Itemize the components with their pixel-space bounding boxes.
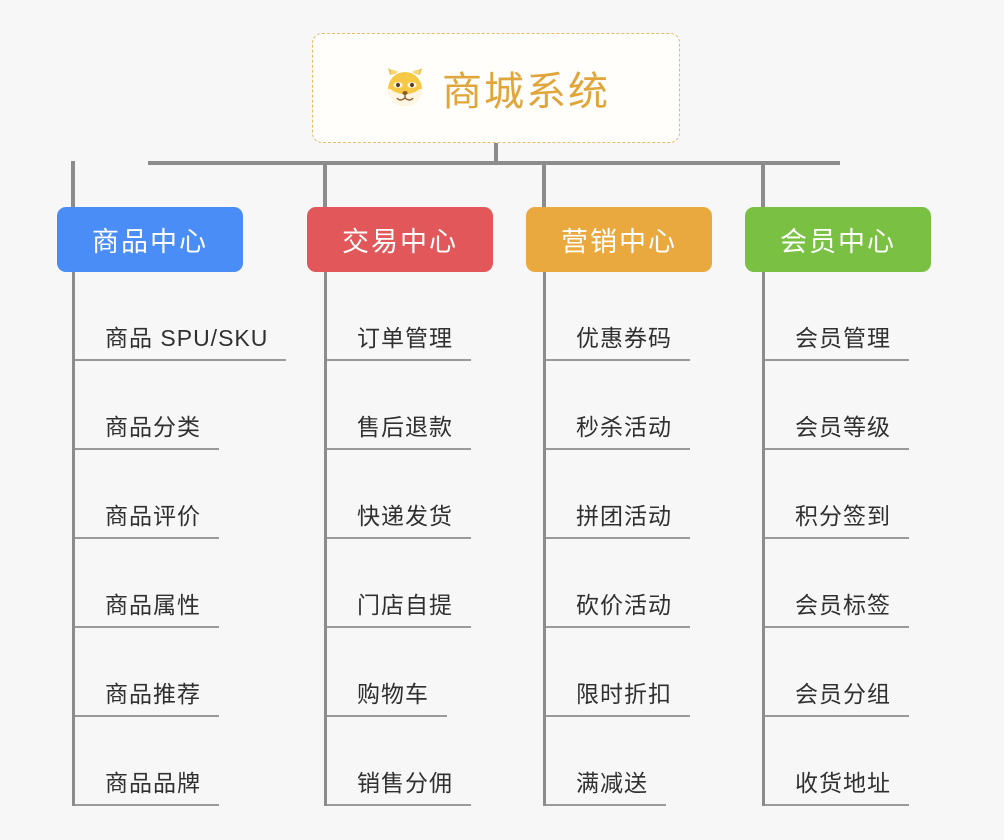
leaf-underline: 商品属性: [75, 586, 219, 628]
leaf-label: 商品品牌: [105, 770, 201, 796]
category-node-trade-center[interactable]: 交易中心: [307, 207, 493, 272]
leaf-node[interactable]: 商品 SPU/SKU: [72, 272, 287, 361]
leaf-underline: 售后退款: [327, 408, 471, 450]
leaf-label: 商品评价: [105, 503, 201, 529]
leaf-node[interactable]: 积分签到: [762, 450, 909, 539]
leaf-label: 砍价活动: [576, 592, 672, 618]
leaf-underline: 商品品牌: [75, 764, 219, 806]
category-node-product-center[interactable]: 商品中心: [57, 207, 243, 272]
branch-spine: [324, 272, 327, 806]
root-node[interactable]: 商城系统: [312, 33, 680, 143]
leaf-label: 快递发货: [357, 503, 453, 529]
leaf-label: 拼团活动: [576, 503, 672, 529]
leaf-underline: 会员等级: [765, 408, 909, 450]
leaf-node[interactable]: 满减送: [543, 717, 690, 806]
category-label: 会员中心: [780, 227, 896, 257]
leaf-underline: 收货地址: [765, 764, 909, 806]
leaf-node[interactable]: 会员分组: [762, 628, 909, 717]
leaf-node[interactable]: 优惠券码: [543, 272, 690, 361]
leaf-label: 会员管理: [795, 325, 891, 351]
leaf-underline: 满减送: [546, 764, 666, 806]
leaf-label: 积分签到: [795, 503, 891, 529]
category-node-marketing-center[interactable]: 营销中心: [526, 207, 712, 272]
leaf-underline: 订单管理: [327, 319, 471, 361]
leaf-node[interactable]: 商品评价: [72, 450, 286, 539]
leaf-underline: 销售分佣: [327, 764, 471, 806]
leaf-node[interactable]: 砍价活动: [543, 539, 690, 628]
leaf-node[interactable]: 购物车: [324, 628, 471, 717]
leaf-node[interactable]: 门店自提: [324, 539, 471, 628]
leaf-underline: 门店自提: [327, 586, 471, 628]
leaf-node[interactable]: 商品分类: [72, 361, 286, 450]
leaf-node[interactable]: 拼团活动: [543, 450, 690, 539]
leaf-underline: 秒杀活动: [546, 408, 690, 450]
root-title: 商城系统: [442, 70, 610, 114]
leaf-underline: 会员分组: [765, 675, 909, 717]
leaf-underline: 会员标签: [765, 586, 909, 628]
leaf-underline: 快递发货: [327, 497, 471, 539]
leaf-node[interactable]: 商品品牌: [72, 717, 286, 806]
leaf-node[interactable]: 快递发货: [324, 450, 471, 539]
leaf-node[interactable]: 销售分佣: [324, 717, 471, 806]
leaf-node[interactable]: 售后退款: [324, 361, 471, 450]
connector-drop-product-center: [71, 161, 75, 207]
leaf-node[interactable]: 商品属性: [72, 539, 286, 628]
leaf-node[interactable]: 订单管理: [324, 272, 471, 361]
leaf-label: 会员等级: [795, 414, 891, 440]
leaf-label: 销售分佣: [357, 770, 453, 796]
leaf-label: 商品推荐: [105, 681, 201, 707]
leaf-underline: 商品评价: [75, 497, 219, 539]
branch-trade-center: 订单管理售后退款快递发货门店自提购物车销售分佣: [324, 272, 471, 806]
leaf-node[interactable]: 秒杀活动: [543, 361, 690, 450]
leaf-node[interactable]: 会员管理: [762, 272, 909, 361]
leaf-label: 满减送: [576, 770, 648, 796]
leaf-node[interactable]: 会员标签: [762, 539, 909, 628]
connector-drop-marketing-center: [542, 161, 546, 207]
category-label: 营销中心: [561, 227, 677, 257]
leaf-underline: 商品推荐: [75, 675, 219, 717]
branch-spine: [72, 272, 75, 806]
leaf-node[interactable]: 会员等级: [762, 361, 909, 450]
branch-member-center: 会员管理会员等级积分签到会员标签会员分组收货地址: [762, 272, 909, 806]
leaf-label: 商品 SPU/SKU: [105, 325, 269, 351]
leaf-label: 商品分类: [105, 414, 201, 440]
leaf-underline: 购物车: [327, 675, 447, 717]
leaf-underline: 会员管理: [765, 319, 909, 361]
leaf-node[interactable]: 商品推荐: [72, 628, 286, 717]
leaf-label: 订单管理: [357, 325, 453, 351]
leaf-underline: 优惠券码: [546, 319, 690, 361]
category-connector-bus: [148, 161, 840, 165]
leaf-underline: 商品分类: [75, 408, 219, 450]
leaf-label: 收货地址: [795, 770, 891, 796]
leaf-label: 门店自提: [357, 592, 453, 618]
leaf-label: 售后退款: [357, 414, 453, 440]
leaf-underline: 砍价活动: [546, 586, 690, 628]
branch-spine: [543, 272, 546, 806]
leaf-label: 秒杀活动: [576, 414, 672, 440]
category-label: 商品中心: [92, 227, 208, 257]
leaf-label: 会员分组: [795, 681, 891, 707]
category-label: 交易中心: [342, 227, 458, 257]
leaf-label: 购物车: [357, 681, 429, 707]
root-connector-stem: [494, 143, 498, 165]
leaf-label: 会员标签: [795, 592, 891, 618]
category-node-member-center[interactable]: 会员中心: [745, 207, 931, 272]
leaf-label: 优惠券码: [576, 325, 672, 351]
leaf-label: 商品属性: [105, 592, 201, 618]
connector-drop-member-center: [761, 161, 765, 207]
leaf-node[interactable]: 收货地址: [762, 717, 909, 806]
leaf-underline: 拼团活动: [546, 497, 690, 539]
branch-product-center: 商品 SPU/SKU 商品分类商品评价商品属性商品推荐商品品牌: [72, 272, 287, 806]
leaf-label: 限时折扣: [576, 681, 672, 707]
leaf-node[interactable]: 限时折扣: [543, 628, 690, 717]
leaf-underline: 商品 SPU/SKU: [75, 319, 287, 361]
connector-drop-trade-center: [323, 161, 327, 207]
branch-spine: [762, 272, 765, 806]
leaf-underline: 限时折扣: [546, 675, 690, 717]
branch-marketing-center: 优惠券码秒杀活动拼团活动砍价活动限时折扣满减送: [543, 272, 690, 806]
leaf-underline: 积分签到: [765, 497, 909, 539]
shiba-dog-face-icon: [382, 65, 428, 111]
